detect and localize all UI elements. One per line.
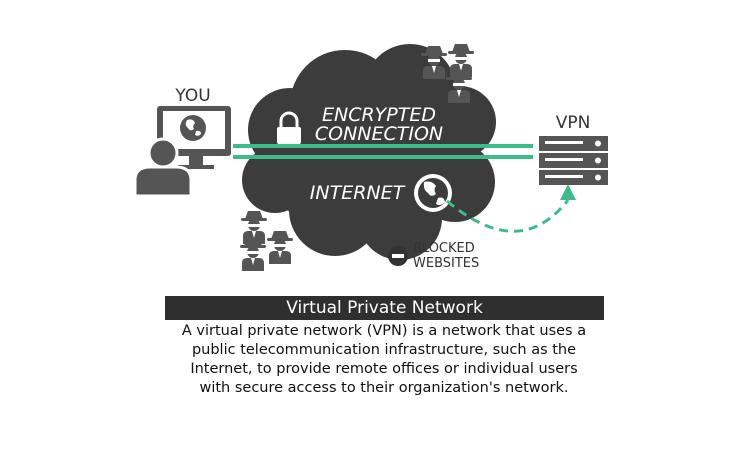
encrypted-tunnel (233, 144, 533, 159)
description-line: A virtual private network (VPN) is a net… (181, 323, 587, 339)
lock-icon (277, 111, 301, 144)
internet-label: INTERNET (310, 182, 406, 204)
vpn-label: VPN (556, 113, 591, 133)
you-label: YOU (174, 86, 210, 106)
vpn-route-arrow (446, 184, 576, 233)
server-icon (539, 136, 608, 185)
vpn-diagram: ENCRYPTED CONNECTION INTERNET YOU VPN (133, 44, 608, 271)
caption-title: Virtual Private Network (286, 298, 483, 318)
encrypted-label-line1: ENCRYPTED (322, 104, 436, 126)
encrypted-label-line2: CONNECTION (315, 123, 443, 145)
blocked-icon (388, 246, 408, 266)
description-line: with secure access to their organization… (199, 380, 569, 396)
description-line: Internet, to provide remote offices or i… (190, 361, 578, 377)
caption-title-bar: Virtual Private Network (165, 296, 604, 320)
blocked-label-line1: BLOCKED (413, 241, 475, 256)
description-line: public telecommunication infrastructure,… (191, 342, 577, 358)
monitor-globe-icon (180, 115, 206, 141)
caption-description: A virtual private network (VPN) is a net… (150, 322, 618, 398)
blocked-label-line2: WEBSITES (413, 256, 479, 271)
spy-icon (267, 231, 293, 264)
globe-icon (414, 174, 452, 212)
user-icon (133, 137, 193, 198)
